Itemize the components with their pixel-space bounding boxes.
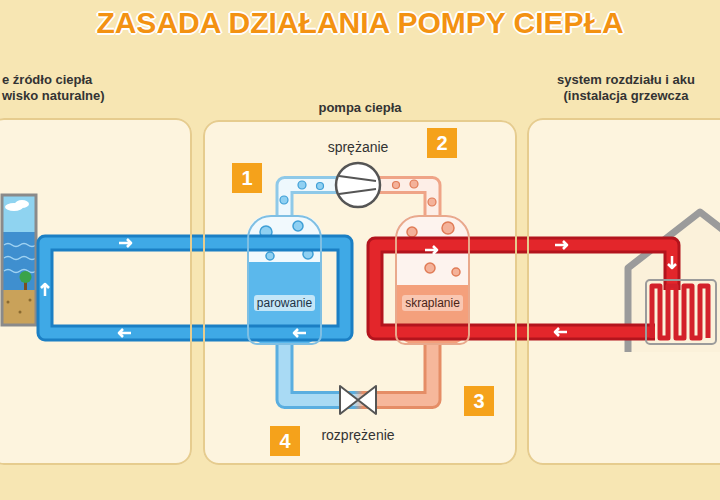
panel-ground xyxy=(527,118,720,465)
panel-heading: system rozdziału i aku (instalacja grzew… xyxy=(537,72,715,104)
panel-ground xyxy=(203,120,517,465)
natural-environment xyxy=(2,195,36,325)
panel-heading: pompa ciepła xyxy=(203,100,517,116)
callout-number: 2 xyxy=(427,128,457,158)
tank-label-row: skraplanie xyxy=(397,293,468,311)
refrigerant-pipe xyxy=(285,344,433,400)
tank: parowanie xyxy=(247,215,322,345)
panel-frame xyxy=(527,118,720,465)
diagram-title: ZASADA DZIAŁANIA POMPY CIEPŁA xyxy=(0,6,720,40)
panel: e źródło ciepła wisko naturalne) xyxy=(0,70,192,465)
heating-loop xyxy=(375,241,716,344)
tank: skraplanie xyxy=(395,215,470,345)
panel-ground xyxy=(0,118,192,465)
expansion-valve xyxy=(340,386,376,414)
tank-label-row: parowanie xyxy=(249,293,320,311)
callout-number: 3 xyxy=(464,386,494,416)
panel-frame xyxy=(0,118,192,465)
panel: system rozdziału i aku (instalacja grzew… xyxy=(527,70,720,465)
process-label: rozprężenie xyxy=(321,427,394,443)
compressor xyxy=(336,163,380,207)
tank-label: parowanie xyxy=(254,295,315,311)
callout-number: 1 xyxy=(232,163,262,193)
panel-heading: e źródło ciepła wisko naturalne) xyxy=(2,72,132,104)
process-label: sprężanie xyxy=(328,139,389,155)
tank-label: skraplanie xyxy=(402,295,463,311)
source-loop xyxy=(41,239,345,337)
callout-number: 4 xyxy=(270,426,300,456)
